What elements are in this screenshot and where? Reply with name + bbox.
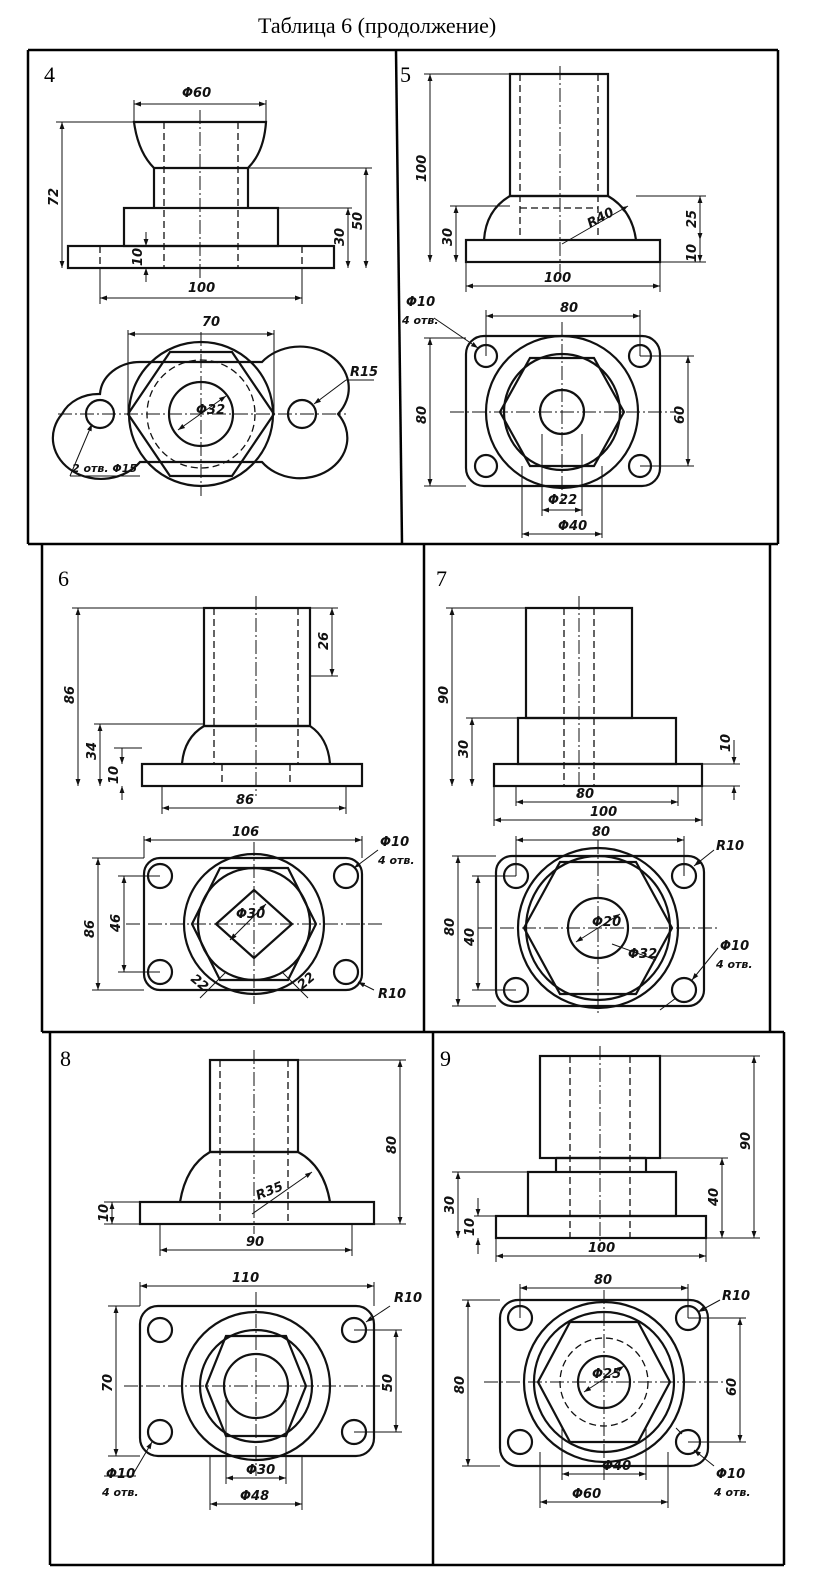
drawing-number: 5: [400, 62, 411, 87]
label-h-side: 80: [415, 406, 430, 424]
label-h-right: 25: [685, 210, 700, 228]
label-holes-count: 4 отв.: [101, 1486, 139, 1499]
label-h-total: 86: [63, 686, 78, 704]
label-h-flange: 10: [97, 1204, 112, 1222]
label-h-side: 80: [443, 918, 458, 936]
label-w-base: 80: [576, 787, 594, 802]
label-h-holes: 46: [109, 914, 124, 933]
label-w-holes: 80: [594, 1273, 612, 1288]
label-holes: Φ10: [406, 295, 435, 310]
label-d-outer: Φ60: [572, 1487, 601, 1502]
label-holes-count: 4 отв.: [377, 854, 415, 867]
label-r-corner: R10: [394, 1291, 422, 1306]
label-h-flange: 10: [463, 1218, 478, 1236]
label-holes: Φ10: [720, 939, 749, 954]
label-h-side: 80: [453, 1376, 468, 1394]
label-holes: Φ10: [380, 835, 409, 850]
label-h-total: 90: [739, 1132, 754, 1150]
label-r-dome: R40: [585, 205, 617, 231]
label-h-flange: 10: [719, 734, 734, 752]
label-holes-count: 4 отв.: [401, 314, 439, 327]
label-w-outer: 100: [590, 805, 617, 820]
label-r-ear: R15: [350, 365, 378, 380]
label-w-holes: 70: [202, 315, 220, 330]
label-d-outer: Φ32: [628, 947, 657, 962]
label-w-base: 86: [236, 793, 254, 808]
drawing-9: 9 90 40 30 10 100: [440, 1046, 760, 1508]
label-h-flange: 10: [107, 766, 122, 784]
label-d-inner: Φ40: [602, 1459, 631, 1474]
label-h-mid: 40: [707, 1188, 722, 1207]
label-d-bore: Φ30: [236, 907, 265, 922]
label-h-total: 72: [47, 188, 62, 206]
label-w-holes: 80: [560, 301, 578, 316]
label-h-dome: 34: [85, 742, 100, 760]
label-d-inner: Φ22: [548, 493, 577, 508]
label-r-corner: R10: [716, 839, 744, 854]
drawing-4: 4 Φ60 72 50 30 10 100: [44, 62, 378, 496]
table-title: Таблица 6 (продолжение): [258, 13, 496, 38]
label-w-holes: 80: [592, 825, 610, 840]
label-d-bore: Φ32: [196, 403, 225, 418]
label-d-outer: Φ48: [240, 1489, 269, 1504]
drawing-number: 9: [440, 1046, 451, 1071]
drawing-number: 7: [436, 566, 447, 591]
label-h-holes: 60: [673, 406, 688, 424]
label-h-side: 70: [101, 1374, 116, 1392]
label-h-flange: 10: [131, 248, 146, 266]
label-h-holes: 40: [463, 928, 478, 947]
label-holes: Φ10: [716, 1467, 745, 1482]
label-h-tube: 26: [317, 632, 332, 650]
label-h-flange: 10: [685, 244, 700, 262]
label-h-step: 30: [333, 228, 348, 246]
label-d-bore: Φ25: [592, 1367, 621, 1382]
label-r-corner: R10: [378, 987, 406, 1002]
drawing-number: 8: [60, 1046, 71, 1071]
label-r-corner: R10: [722, 1289, 750, 1304]
label-w-base: 90: [246, 1235, 264, 1250]
drawing-5: 5 100 30 R40 25 10 100: [400, 62, 706, 538]
label-holes-count: 4 отв.: [713, 1486, 751, 1499]
drawing-6: 6 86 26 34 10 86: [58, 566, 415, 1004]
label-w-base: 100: [544, 271, 571, 286]
label-holes-count: 4 отв.: [715, 958, 753, 971]
drawing-number: 4: [44, 62, 55, 87]
label-d-inner: Φ20: [592, 915, 621, 930]
label-h-mid: 50: [351, 212, 366, 230]
drawing-number: 6: [58, 566, 69, 591]
label-h-tube: 100: [415, 155, 430, 182]
drawing-8: 8 80 R35 10 90 110 R10: [60, 1046, 422, 1510]
table-frame: [26, 48, 786, 1567]
label-w-outer: 106: [232, 825, 259, 840]
label-holes: Φ10: [106, 1467, 135, 1482]
label-h-side: 86: [83, 920, 98, 938]
label-h-dome: 30: [441, 228, 456, 246]
label-holes: 2 отв. Φ15: [72, 462, 137, 475]
label-w-base: 100: [588, 1241, 615, 1256]
label-h-total: 80: [385, 1136, 400, 1154]
label-w-base: 100: [188, 281, 215, 296]
label-d-outer: Φ40: [558, 519, 587, 534]
label-h-total: 90: [437, 686, 452, 704]
label-h-holes: 50: [381, 1374, 396, 1392]
label-h-step: 30: [443, 1196, 458, 1214]
label-h-holes: 60: [725, 1378, 740, 1396]
label-h-step: 30: [457, 740, 472, 758]
label-w-outer: 110: [232, 1271, 259, 1286]
label-d-inner: Φ30: [246, 1463, 275, 1478]
drawing-7: 7 90 30 10 80 100: [436, 566, 753, 1016]
label-r-dome: R35: [254, 1179, 286, 1203]
label-d-top: Φ60: [182, 86, 211, 101]
